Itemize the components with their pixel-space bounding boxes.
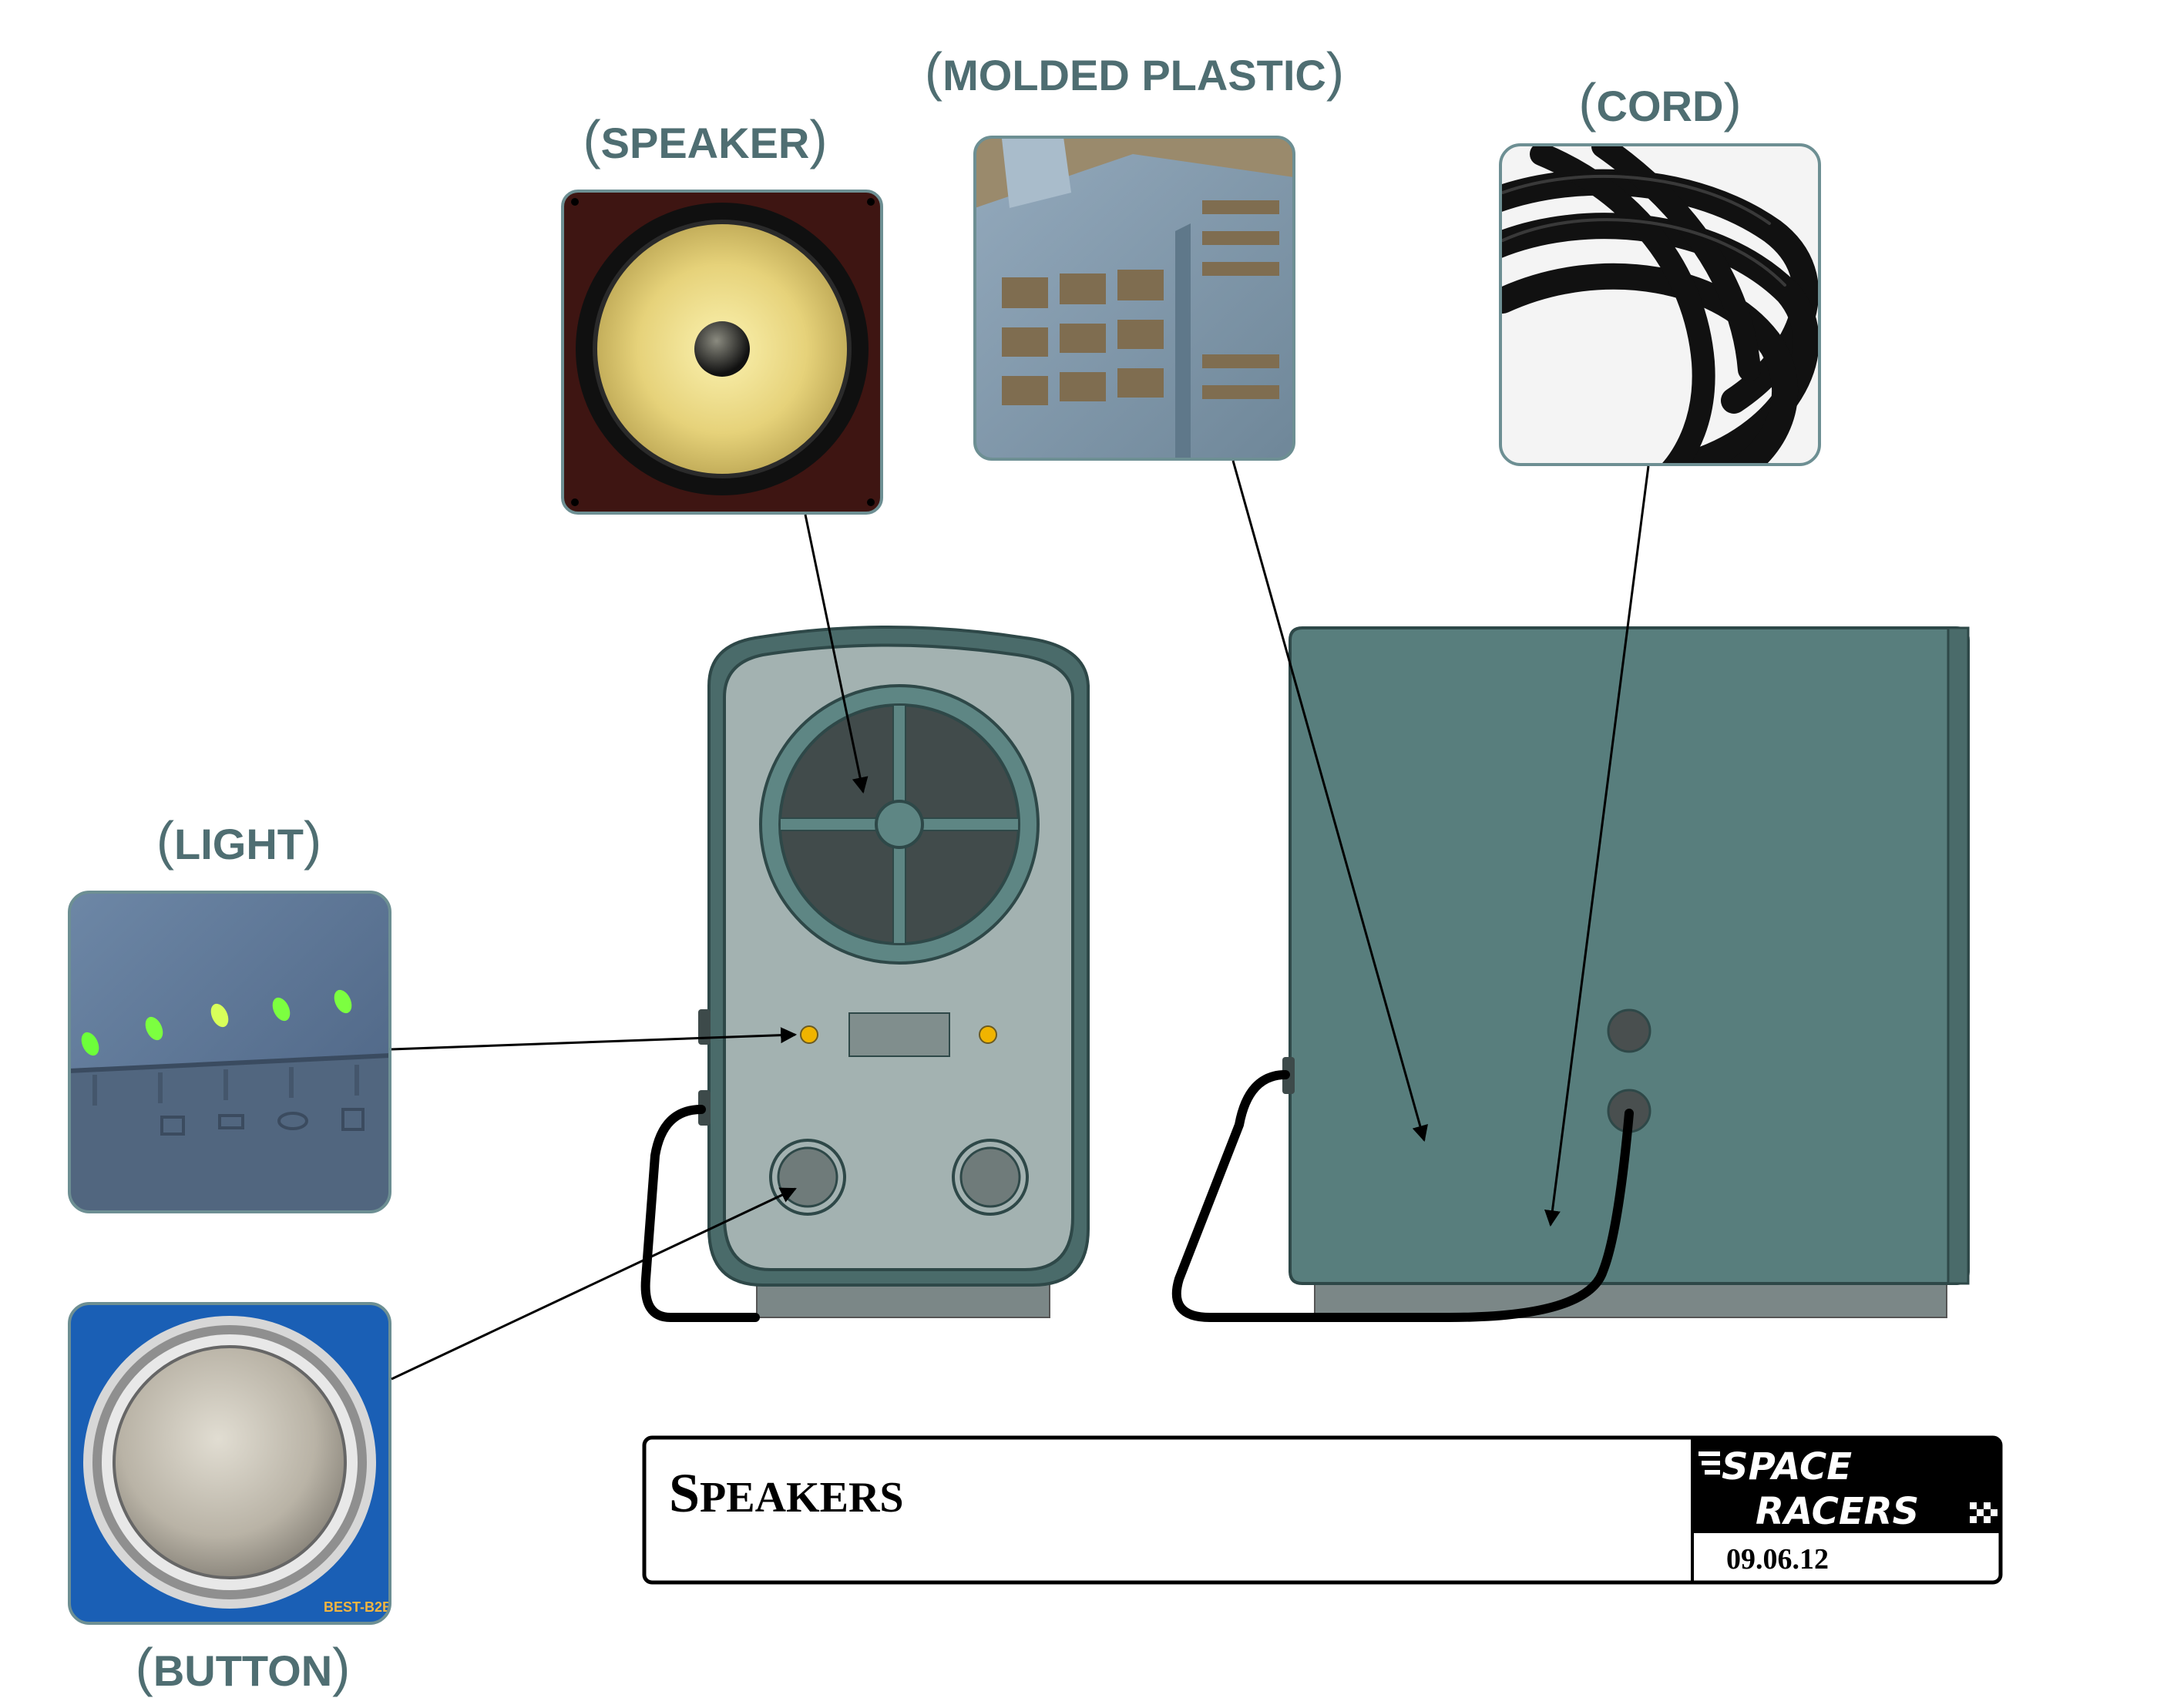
speaker-label: (SPEAKER) — [583, 109, 827, 169]
button-label: (BUTTON) — [136, 1637, 351, 1697]
side-jack-upper — [698, 1009, 711, 1045]
cord-label: (CORD) — [1578, 72, 1742, 133]
logo-line-1: SPACE — [1722, 1445, 1852, 1488]
light-photo-leds — [81, 989, 352, 1056]
molded-plastic-label: (MOLDED PLASTIC) — [925, 42, 1344, 102]
space-racers-logo: SPACE RACERS — [1698, 1445, 1998, 1533]
arrow-cord — [1544, 465, 1650, 1227]
molded-plastic-photo — [973, 136, 1295, 461]
port-upper — [1607, 1008, 1651, 1053]
arrow-molded-plastic — [1231, 460, 1428, 1143]
drawing-date: 09.06.12 — [1726, 1543, 1829, 1576]
light-photo — [68, 891, 391, 1213]
knob-left — [769, 1139, 846, 1216]
leader-lines — [391, 460, 1650, 1381]
subwoofer-side-edge — [1947, 626, 1970, 1285]
photo-stamp: BEST-B2B — [324, 1599, 392, 1615]
cord-photo — [1499, 143, 1821, 466]
light-label: (LIGHT) — [156, 810, 322, 871]
checkered-flag-icon — [1970, 1502, 1998, 1523]
subwoofer — [1171, 626, 1970, 1322]
title-block: SPEAKERS SPACE RACERS 09.06.12 — [642, 1435, 2003, 1585]
speaker-photo — [561, 190, 883, 515]
subwoofer-cord-left — [1171, 1070, 1446, 1322]
logo-panel — [1694, 1439, 1999, 1533]
title-block-frame — [642, 1435, 2003, 1585]
front-speaker-cord — [640, 1105, 760, 1322]
arrow-button — [391, 1187, 797, 1381]
led-left — [800, 1025, 818, 1044]
subwoofer-cord-right — [1436, 1109, 1634, 1322]
display-panel — [848, 1012, 950, 1057]
drawing-title-initial: S — [669, 1462, 700, 1524]
subwoofer-body — [1289, 626, 1970, 1285]
led-right — [979, 1025, 997, 1044]
front-speaker — [640, 626, 1090, 1322]
arrow-light — [391, 1027, 798, 1051]
arrow-speaker — [804, 514, 869, 794]
drawing-title: SPEAKERS — [669, 1462, 904, 1524]
subwoofer-base — [1314, 1278, 1947, 1318]
logo-line-2: RACERS — [1756, 1490, 1919, 1533]
button-photo: BEST-B2B — [68, 1302, 392, 1625]
woofer-grille — [759, 684, 1040, 965]
drawing-title-rest: PEAKERS — [700, 1474, 904, 1522]
knob-right — [952, 1139, 1029, 1216]
